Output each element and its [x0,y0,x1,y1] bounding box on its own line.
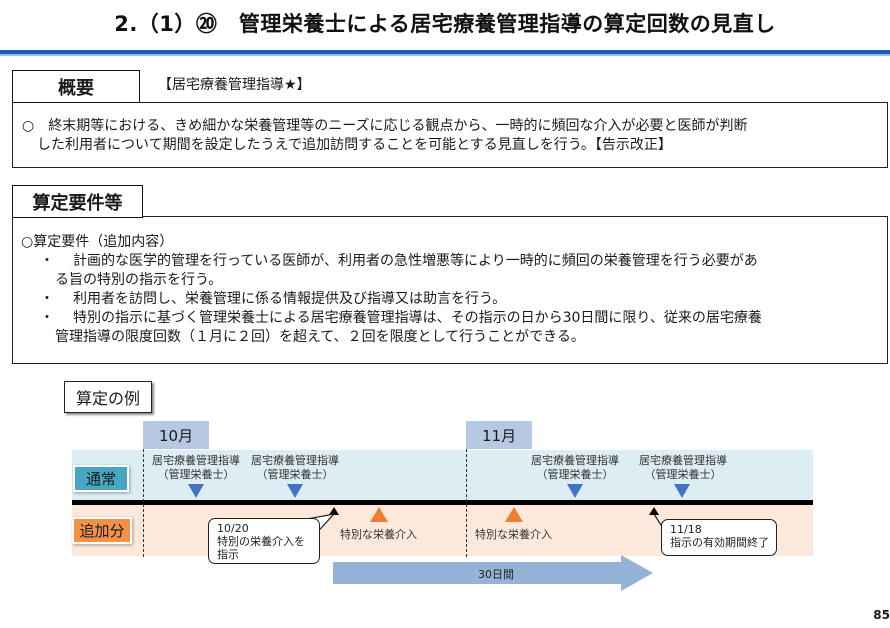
requirement-3-line-2: 管理指導の限度回数（１月に２回）を超えて、２回を限度として行うことができる。 [55,329,585,345]
requirement-bullet-3: ・ [40,310,54,326]
extra-row-tag: 追加分 [72,517,132,544]
overview-label: 概要 [12,70,140,103]
normal-row-tag: 通常 [73,465,129,492]
timeline-axis [72,500,813,505]
visit-sublabel: （管理栄養士） [536,468,614,481]
requirements-label: 算定要件等 [12,185,143,218]
visit-marker-icon [188,484,204,498]
requirement-2-line-1: 利用者を訪問し、栄養管理に係る情報提供及び指導又は助言を行う。 [59,291,507,307]
requirement-1-line-2: る旨の特別の指示を行う。 [55,272,223,288]
end-marker-icon [649,507,659,515]
requirement-3-line-1: 特別の指示に基づく管理栄養士による居宅療養管理指導は、その指示の日から30日間に… [59,310,762,326]
callout-end-date: 11/18 [670,523,702,536]
special-intervention-marker-icon [370,507,388,522]
visit-marker-icon [567,484,583,498]
start-marker-icon [329,507,339,515]
month-divider-october [143,449,144,557]
overview-box [12,102,888,168]
visit-label: 居宅療養管理指導 [639,454,727,467]
title-rule-light [0,54,890,56]
month-label-november: 11月 [466,421,532,449]
callout-end: 11/18 指示の有効期間終了 [661,519,777,556]
visit-sublabel: （管理栄養士） [157,468,235,481]
page-title: 2.（1）⑳ 管理栄養士による居宅療養管理指導の算定回数の見直し [114,12,776,36]
visit-label: 居宅療養管理指導 [251,454,339,467]
visit-label: 居宅療養管理指導 [152,454,240,467]
example-label: 算定の例 [64,381,152,413]
callout-start-line2: 指示 [217,548,239,561]
callout-start-date: 10/20 [217,522,249,535]
requirement-bullet-2: ・ [40,291,54,307]
month-label-october: 10月 [143,421,209,449]
period-label: 30日間 [478,568,514,581]
normal-visit-3: 居宅療養管理指導 （管理栄養士） [527,454,623,482]
visit-marker-icon [287,484,303,498]
requirements-box: ○算定要件（追加内容） ・ 計画的な医学的管理を行っている医師が、利用者の急性増… [12,216,888,364]
normal-visit-4: 居宅療養管理指導 （管理栄養士） [635,454,731,482]
period-arrow [333,555,653,591]
requirement-1-line-1: 計画的な医学的管理を行っている医師が、利用者の急性増悪等により一時的に頻回の栄養… [59,253,758,269]
callout-end-line1: 指示の有効期間終了 [670,536,769,549]
special-intervention-1: 特別な栄養介入 [340,528,417,541]
callout-start-line1: 特別の栄養介入を [217,535,305,548]
visit-sublabel: （管理栄養士） [644,468,722,481]
callout-start: 10/20 特別の栄養介入を 指示 [208,518,320,564]
normal-visit-1: 居宅療養管理指導 （管理栄養士） [148,454,244,482]
page-number: 85 [873,608,890,622]
normal-visit-2: 居宅療養管理指導 （管理栄養士） [247,454,343,482]
special-intervention-2: 特別な栄養介入 [475,528,552,541]
service-tag: 【居宅療養管理指導★】 [158,77,311,93]
special-intervention-marker-icon [505,507,523,522]
month-divider-november [466,449,467,557]
title-rule [0,50,890,54]
overview-line-1: ○ 終末期等における、きめ細かな栄養管理等のニーズに応じる観点から、一時的に頻回… [22,118,748,134]
visit-label: 居宅療養管理指導 [531,454,619,467]
visit-sublabel: （管理栄養士） [256,468,334,481]
requirement-bullet-1: ・ [40,253,54,269]
visit-marker-icon [674,484,690,498]
overview-line-2: した利用者について期間を設定したうえで追加訪問することを可能とする見直しを行う。… [37,137,672,153]
requirements-heading: ○算定要件（追加内容） [21,234,174,250]
